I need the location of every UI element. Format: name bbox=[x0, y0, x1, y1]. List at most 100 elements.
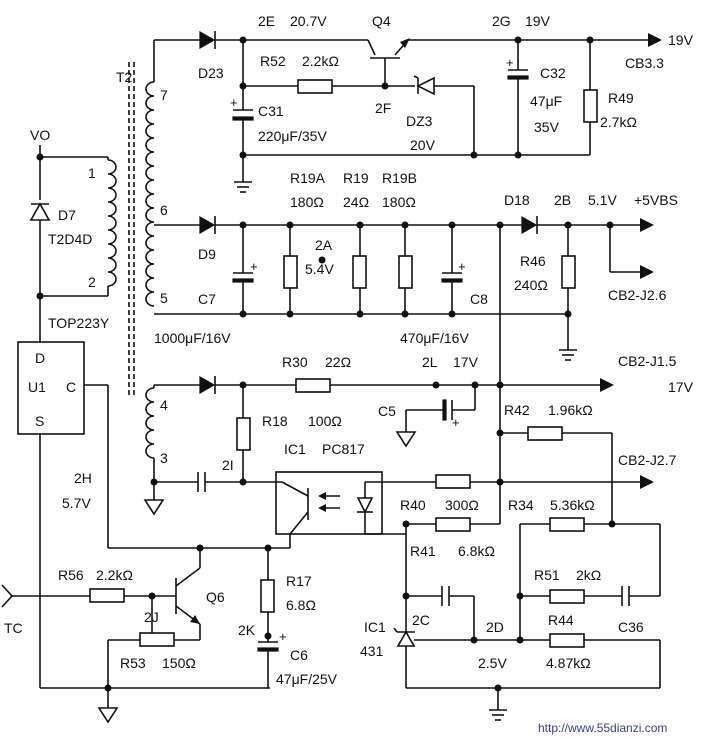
pin-3-label: 3 bbox=[160, 450, 168, 466]
c7-ref: C7 bbox=[198, 291, 216, 307]
primary-side: VO D7 T2D4D TOP223Y D U1 C S 2H 5.7V bbox=[17, 127, 290, 724]
r46-ref: R46 bbox=[520, 253, 546, 269]
junction-dot bbox=[448, 310, 456, 318]
c31-plate-neg bbox=[232, 116, 254, 121]
c8-ref: C8 bbox=[470, 291, 488, 307]
r19-value: 24Ω bbox=[343, 194, 369, 210]
r19a-value: 180Ω bbox=[290, 194, 324, 210]
junction-dot bbox=[239, 82, 247, 90]
q6-collector bbox=[175, 567, 201, 587]
junction-dot bbox=[496, 429, 504, 437]
r41-resistor bbox=[435, 517, 471, 532]
light-arrow-icon bbox=[318, 504, 326, 512]
c5-plus-icon: + bbox=[452, 415, 460, 430]
c8-plus-icon: + bbox=[458, 259, 466, 274]
r44-ref: R44 bbox=[548, 612, 574, 628]
output-5v: D9 R19A 180Ω R19 24Ω R19B 180Ω + C7 1000… bbox=[154, 170, 678, 361]
c5-ground-icon bbox=[395, 431, 417, 448]
r18-value: 100Ω bbox=[308, 413, 342, 429]
output-17v-label: 17V bbox=[668, 379, 694, 395]
pin-6-label: 6 bbox=[160, 202, 168, 218]
output-cb2-j27-arrow-icon bbox=[640, 475, 654, 489]
q6-stage: TC R56 2.2kΩ 2J Q6 R53 150Ω R17 6.8Ω 2K bbox=[1, 544, 338, 688]
d7-part-label: T2D4D bbox=[48, 231, 92, 247]
r41-ref: R41 bbox=[410, 543, 436, 559]
dz3-zener-symbol bbox=[416, 76, 435, 96]
c36-ref: C36 bbox=[618, 619, 644, 635]
r56-value: 2.2kΩ bbox=[96, 567, 133, 583]
pin-2-label: 2 bbox=[88, 274, 96, 290]
phototransistor-collector bbox=[281, 481, 309, 497]
r49-value: 2.7kΩ bbox=[600, 114, 637, 130]
output-cb2-j26-arrow-icon bbox=[640, 265, 654, 279]
node-2b-voltage: 5.1V bbox=[588, 192, 617, 208]
pc817-part: PC817 bbox=[322, 441, 365, 457]
tl431-part: 431 bbox=[360, 643, 384, 659]
r18-ref: R18 bbox=[262, 413, 288, 429]
vo-label: VO bbox=[30, 127, 50, 143]
r17-value: 6.8Ω bbox=[286, 597, 316, 613]
junction-dot bbox=[470, 151, 478, 159]
feedback-431: R42 1.96kΩ R41 6.8kΩ R34 5.36kΩ R51 2kΩ … bbox=[360, 225, 661, 721]
u1-top223y bbox=[17, 341, 85, 435]
c6-ref: C6 bbox=[290, 647, 308, 663]
node-2a-label: 2A bbox=[315, 237, 333, 253]
d18-ref: D18 bbox=[504, 192, 530, 208]
junction-dot bbox=[286, 310, 294, 318]
junction-dot bbox=[356, 310, 364, 318]
q6-emitter-arrow-icon bbox=[190, 615, 200, 624]
r19b-value: 180Ω bbox=[382, 194, 416, 210]
node-2d-voltage: 2.5V bbox=[478, 655, 507, 671]
c5-plate-neg bbox=[442, 399, 447, 421]
c32-value: 47μF bbox=[530, 93, 562, 109]
junction-dot bbox=[239, 151, 247, 159]
watermark: http://www.55dianzi.com bbox=[538, 721, 667, 735]
d9-ref: D9 bbox=[198, 246, 216, 262]
c7-plus-icon: + bbox=[250, 259, 258, 274]
output-17v-connector: CB2-J1.5 bbox=[618, 353, 677, 369]
r53-resistor bbox=[139, 632, 175, 647]
junction-dot bbox=[401, 310, 409, 318]
q4-ref: Q4 bbox=[372, 13, 391, 29]
junction-dot bbox=[381, 82, 389, 90]
c32-voltage: 35V bbox=[534, 119, 560, 135]
output-19v-label: 19V bbox=[668, 32, 694, 48]
node-2g-voltage: 19V bbox=[525, 13, 551, 29]
tc-input-icon bbox=[1, 584, 14, 608]
r30-value: 22Ω bbox=[325, 354, 351, 370]
node-2l-label: 2L bbox=[422, 354, 438, 370]
pin-7-label: 7 bbox=[160, 87, 168, 103]
r34-ref: R34 bbox=[508, 497, 534, 513]
transformer-t2: T2 7 6 5 1 2 4 3 bbox=[88, 62, 168, 466]
u1-ref-label: U1 bbox=[28, 379, 46, 395]
r42-ref: R42 bbox=[504, 402, 530, 418]
r49-resistor bbox=[583, 89, 598, 123]
node-2f-label: 2F bbox=[375, 100, 391, 116]
node-2g-label: 2G bbox=[492, 13, 511, 29]
phototransistor-emitter bbox=[289, 511, 309, 535]
c6-plus-icon: + bbox=[279, 629, 287, 644]
output-17v-arrow-icon bbox=[600, 378, 614, 392]
r49-ref: R49 bbox=[608, 90, 634, 106]
r19b-resistor bbox=[398, 255, 413, 289]
u1-pin-s: S bbox=[35, 413, 44, 429]
transformer-label: T2 bbox=[116, 69, 133, 85]
output-19v-connector: CB3.3 bbox=[625, 55, 664, 71]
auxiliary-winding bbox=[145, 387, 155, 459]
output-cb2-j27-connector: CB2-J2.7 bbox=[618, 452, 677, 468]
dz3-cathode-bend bbox=[413, 75, 419, 79]
r34-resistor bbox=[549, 517, 585, 532]
optocoupler-pc817: IC1 PC817 CB2-J2.7 R40 300Ω bbox=[275, 441, 677, 548]
c31-plus-icon: + bbox=[230, 95, 238, 110]
node-2k-label: 2K bbox=[238, 622, 256, 638]
r30-ref: R30 bbox=[282, 354, 308, 370]
r52-ref: R52 bbox=[260, 53, 286, 69]
r52-resistor bbox=[297, 79, 333, 94]
light-arrow-icon bbox=[318, 492, 326, 500]
r40-ref: R40 bbox=[400, 497, 426, 513]
output-5v-label: +5VBS bbox=[634, 192, 678, 208]
output-5v-arrow-icon bbox=[640, 218, 654, 232]
c7-plate-neg bbox=[232, 278, 254, 283]
c32-plate-neg bbox=[507, 75, 529, 80]
